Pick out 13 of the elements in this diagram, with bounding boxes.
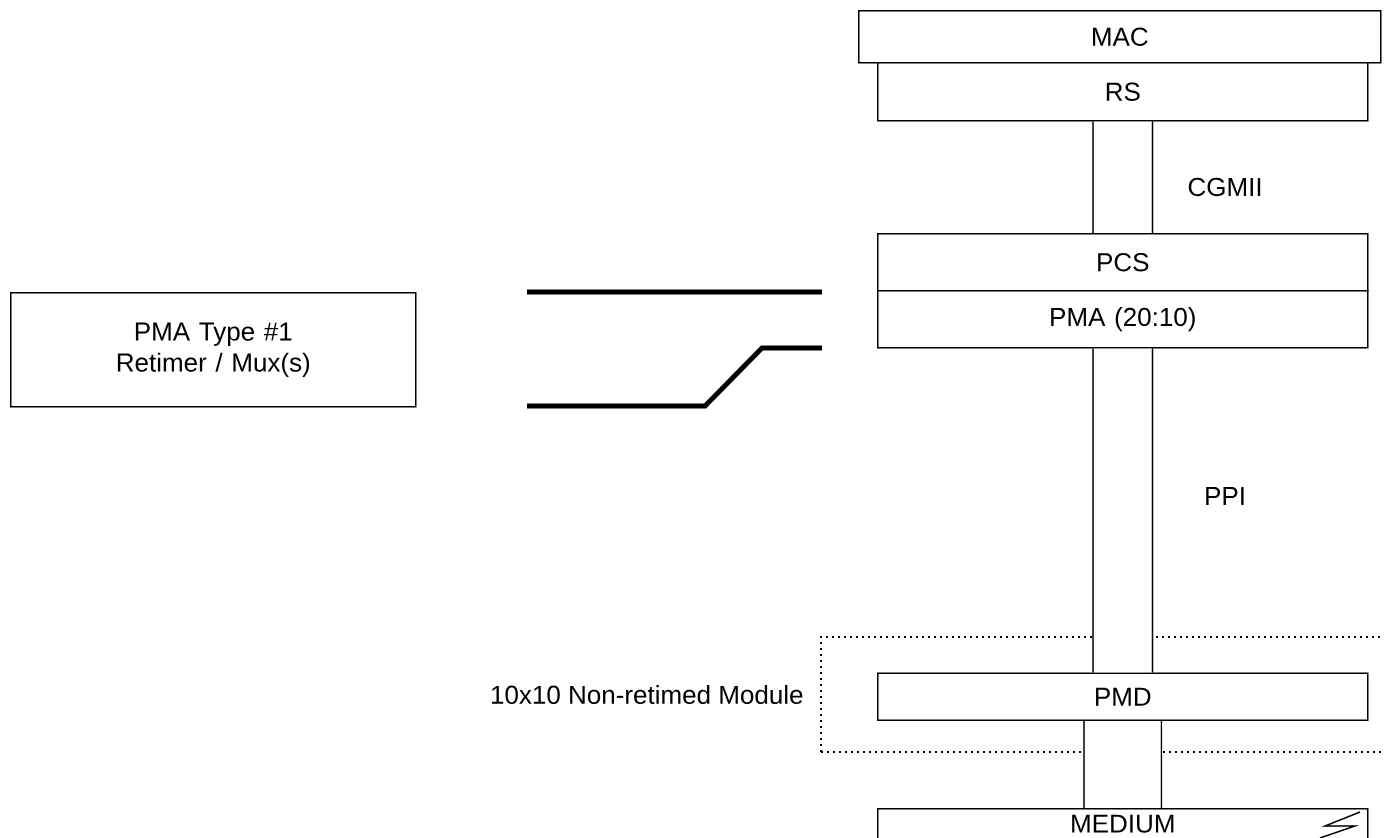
bus-connector [1092,348,1154,673]
node-label: 10x10 Non-retimed Module [491,684,803,705]
bus-connector [1083,721,1163,808]
layer-box: PMA (20:10) [877,290,1369,349]
bus-connector [1092,121,1154,233]
layer-box: PCS [877,233,1369,292]
process-box: PMA Type #1 Retimer / Mux(s) [10,292,417,408]
layer-box: MAC [858,10,1382,64]
layer-box: RS [877,62,1369,122]
layer-box: PMD [877,672,1369,721]
edge-label: PPI [1202,485,1248,507]
medium-box: MEDIUM [877,808,1369,838]
edge-label: CGMII [1185,175,1265,199]
